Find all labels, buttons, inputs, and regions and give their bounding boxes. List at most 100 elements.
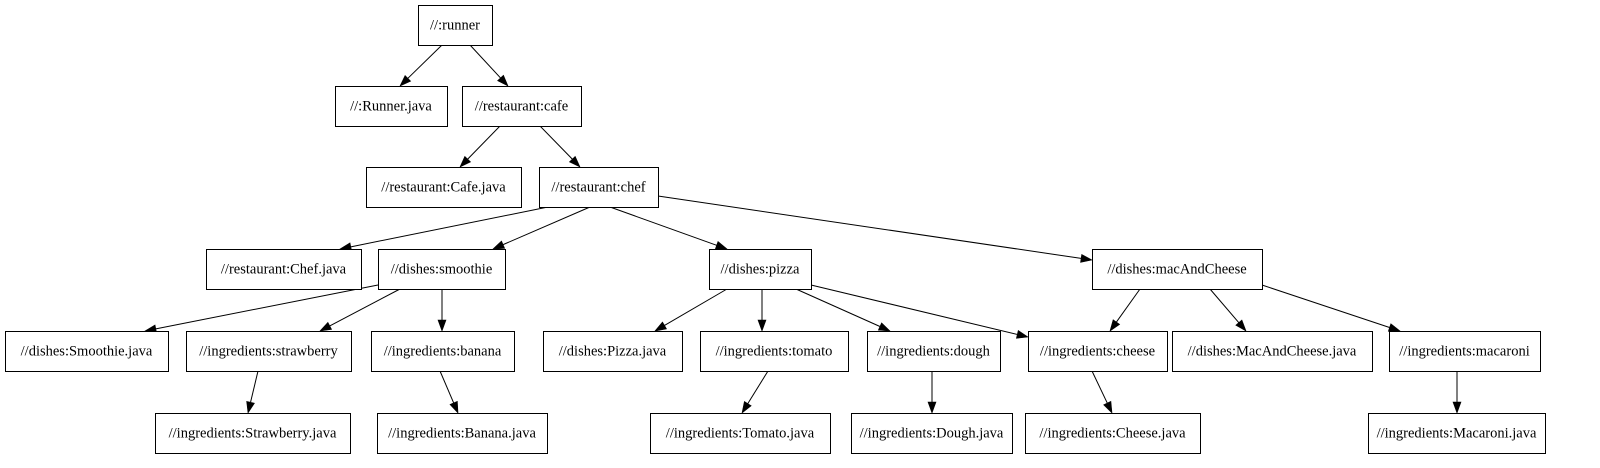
node-box[interactable]	[335, 86, 448, 127]
node-label: //ingredients:dough	[877, 343, 991, 359]
graph-node-ing_strawberry[interactable]: //ingredients:strawberry	[186, 331, 352, 372]
node-box[interactable]	[1028, 331, 1168, 372]
graph-node-runner[interactable]: //:runner	[418, 5, 493, 46]
arrowhead-icon	[757, 319, 767, 332]
node-box[interactable]	[700, 331, 849, 372]
graph-node-mac_java[interactable]: //dishes:MacAndCheese.java	[1172, 331, 1373, 372]
arrowhead-icon	[497, 74, 509, 87]
arrowhead-icon	[1387, 323, 1401, 332]
node-box[interactable]	[851, 413, 1013, 454]
edge-line	[469, 44, 501, 79]
arrowhead-icon	[1109, 319, 1121, 332]
edge-line	[810, 284, 1018, 335]
node-label: //ingredients:tomato	[716, 343, 833, 359]
edge-line	[1261, 284, 1390, 328]
graph-node-restaurant_chef[interactable]: //restaurant:chef	[539, 167, 659, 208]
graph-edge	[609, 206, 728, 250]
node-label: //ingredients:Tomato.java	[666, 425, 815, 441]
graph-edge	[795, 288, 891, 332]
graph-node-dough_java[interactable]: //ingredients:Dough.java	[851, 413, 1013, 454]
arrowhead-icon	[1103, 400, 1113, 414]
arrowhead-icon	[927, 401, 937, 414]
graph-edge	[1261, 284, 1401, 332]
edge-line	[1209, 288, 1240, 323]
node-label: //dishes:pizza	[721, 261, 800, 277]
node-box[interactable]	[378, 249, 506, 290]
node-box[interactable]	[155, 413, 351, 454]
graph-edge	[492, 206, 591, 250]
graph-edge	[439, 370, 459, 414]
node-box[interactable]	[1025, 413, 1201, 454]
node-box[interactable]	[418, 5, 493, 46]
arrowhead-icon	[741, 401, 752, 414]
graph-node-ing_tomato[interactable]: //ingredients:tomato	[700, 331, 849, 372]
node-box[interactable]	[867, 331, 1001, 372]
graph-node-ing_banana[interactable]: //ingredients:banana	[371, 331, 515, 372]
graph-edge	[469, 44, 509, 87]
node-label: //:runner	[430, 17, 480, 33]
graph-edge	[539, 125, 581, 168]
graph-node-runner_java[interactable]: //:Runner.java	[335, 86, 448, 127]
arrowhead-icon	[1452, 401, 1462, 414]
graph-node-banana_java[interactable]: //ingredients:Banana.java	[377, 413, 548, 454]
graph-edge	[1091, 370, 1113, 414]
node-label: //ingredients:cheese	[1040, 343, 1155, 359]
graph-node-ing_cheese[interactable]: //ingredients:cheese	[1028, 331, 1168, 372]
node-label: //ingredients:macaroni	[1399, 343, 1529, 359]
graph-edge	[1452, 371, 1462, 414]
graph-node-pizza_java[interactable]: //dishes:Pizza.java	[543, 331, 683, 372]
arrowhead-icon	[877, 322, 891, 332]
node-box[interactable]	[1368, 413, 1546, 454]
graph-node-strawberry_java[interactable]: //ingredients:Strawberry.java	[155, 413, 351, 454]
graph-node-tomato_java[interactable]: //ingredients:Tomato.java	[650, 413, 831, 454]
edge-line	[664, 288, 728, 326]
graph-node-cafe_java[interactable]: //restaurant:Cafe.java	[366, 167, 522, 208]
node-box[interactable]	[371, 331, 515, 372]
edge-layer	[144, 44, 1462, 414]
node-box[interactable]	[650, 413, 831, 454]
node-box[interactable]	[5, 331, 169, 372]
graph-edge	[657, 195, 1093, 263]
node-label: //dishes:smoothie	[391, 261, 493, 277]
graph-edge	[654, 288, 728, 332]
node-box[interactable]	[366, 167, 522, 208]
graph-node-cheese_java[interactable]: //ingredients:Cheese.java	[1025, 413, 1201, 454]
graph-edge	[399, 44, 443, 87]
graph-node-ing_macaroni[interactable]: //ingredients:macaroni	[1389, 331, 1541, 372]
node-box[interactable]	[1389, 331, 1541, 372]
node-box[interactable]	[206, 249, 362, 290]
graph-node-dishes_mac[interactable]: //dishes:macAndCheese	[1092, 249, 1263, 290]
graph-node-ing_dough[interactable]: //ingredients:dough	[867, 331, 1001, 372]
node-box[interactable]	[186, 331, 352, 372]
node-box[interactable]	[1092, 249, 1263, 290]
edge-line	[439, 370, 455, 404]
node-label: //restaurant:Cafe.java	[381, 179, 506, 195]
graph-edge	[459, 125, 501, 168]
node-label: //dishes:macAndCheese	[1107, 261, 1246, 277]
graph-edge	[246, 370, 259, 414]
node-box[interactable]	[462, 86, 582, 127]
node-box[interactable]	[709, 249, 812, 290]
edge-line	[747, 370, 769, 404]
graph-node-chef_java[interactable]: //restaurant:Chef.java	[206, 249, 362, 290]
graph-node-dishes_smoothie[interactable]: //dishes:smoothie	[378, 249, 506, 290]
node-box[interactable]	[377, 413, 548, 454]
node-box[interactable]	[539, 167, 659, 208]
graph-edge	[437, 289, 447, 332]
arrowhead-icon	[492, 240, 506, 250]
edge-line	[1115, 288, 1141, 323]
graph-node-dishes_pizza[interactable]: //dishes:pizza	[709, 249, 812, 290]
graph-edge	[319, 288, 401, 332]
node-label: //ingredients:strawberry	[199, 343, 338, 359]
node-box[interactable]	[543, 331, 683, 372]
graph-edge	[757, 289, 767, 332]
arrowhead-icon	[654, 321, 667, 332]
node-box[interactable]	[1172, 331, 1373, 372]
node-label: //restaurant:cafe	[475, 98, 568, 114]
edge-line	[502, 206, 591, 246]
graph-edge	[810, 284, 1029, 339]
graph-node-restaurant_cafe[interactable]: //restaurant:cafe	[462, 86, 582, 127]
graph-node-macaroni_java[interactable]: //ingredients:Macaroni.java	[1368, 413, 1546, 454]
arrowhead-icon	[714, 241, 728, 250]
graph-node-smoothie_java[interactable]: //dishes:Smoothie.java	[5, 331, 169, 372]
